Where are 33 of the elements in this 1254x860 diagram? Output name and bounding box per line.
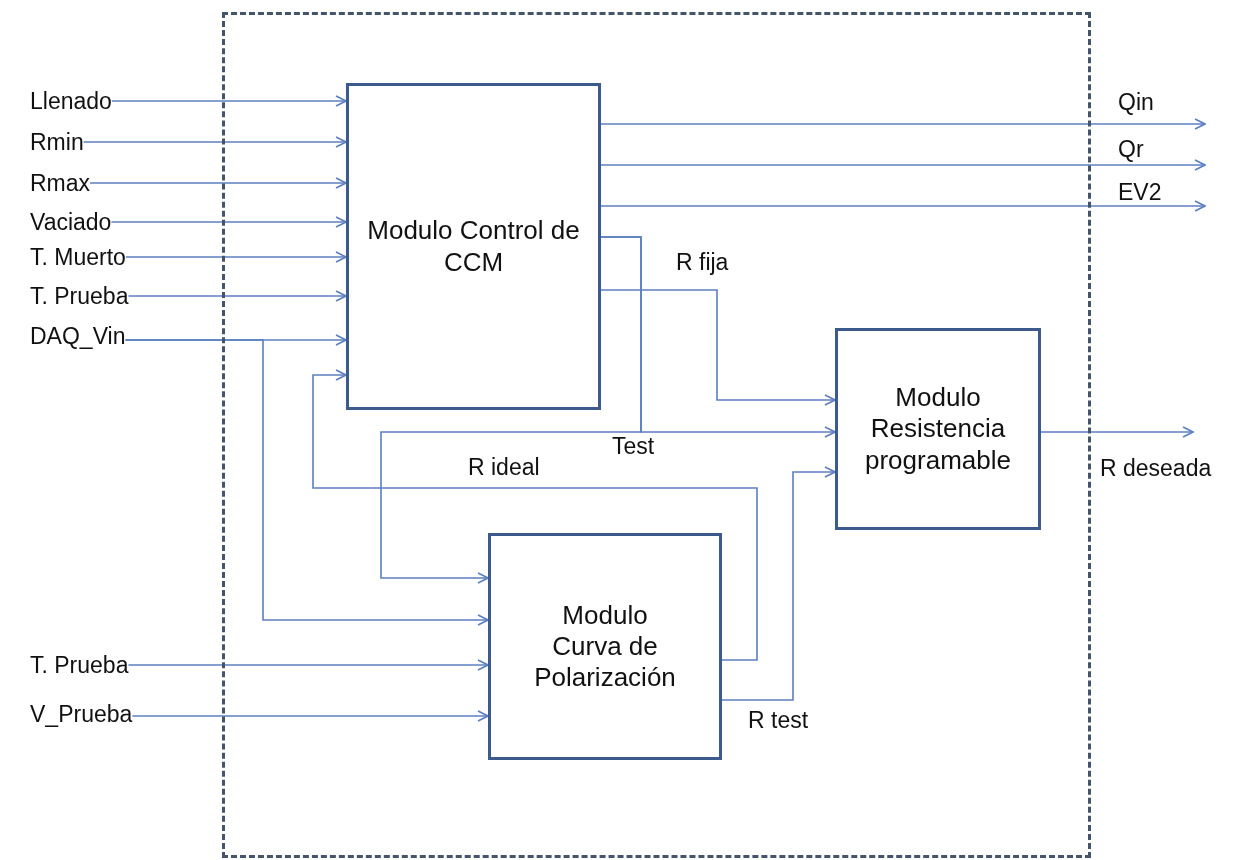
signal-label: T. Muerto <box>30 242 126 272</box>
signal-label: T. Prueba <box>30 650 129 680</box>
signal-label: DAQ_Vin <box>30 321 126 351</box>
module-box: Modulo Curva de Polarización <box>488 533 722 760</box>
edge-label: Qr <box>1118 137 1144 163</box>
arrow <box>600 289 836 406</box>
arrow <box>124 339 489 626</box>
arrow <box>110 216 347 228</box>
signal-label: Rmax <box>30 168 91 198</box>
arrow <box>127 659 489 671</box>
dashed-boundary-box <box>222 12 1091 858</box>
edge-label: R fija <box>676 250 729 276</box>
arrow <box>1040 426 1194 438</box>
module-box: Modulo Control de CCM <box>346 83 601 410</box>
arrow <box>312 369 758 661</box>
arrow <box>82 136 347 148</box>
arrow <box>600 200 1206 212</box>
arrow <box>721 466 836 701</box>
module-box: Modulo Resistencia programable <box>835 328 1041 530</box>
signal-label: T. Prueba <box>30 281 129 311</box>
arrow <box>600 159 1206 171</box>
edge-label: Qin <box>1118 90 1154 116</box>
arrow <box>131 710 489 722</box>
signal-label: Vaciado <box>30 207 112 237</box>
signal-label: V_Prueba <box>30 699 133 729</box>
arrow <box>89 177 347 189</box>
arrow <box>125 251 347 263</box>
signal-label: Llenado <box>30 86 112 116</box>
arrow <box>600 118 1206 130</box>
arrow <box>380 236 642 584</box>
arrow <box>127 290 347 302</box>
arrow <box>111 95 347 107</box>
signal-label: Rmin <box>30 127 84 157</box>
